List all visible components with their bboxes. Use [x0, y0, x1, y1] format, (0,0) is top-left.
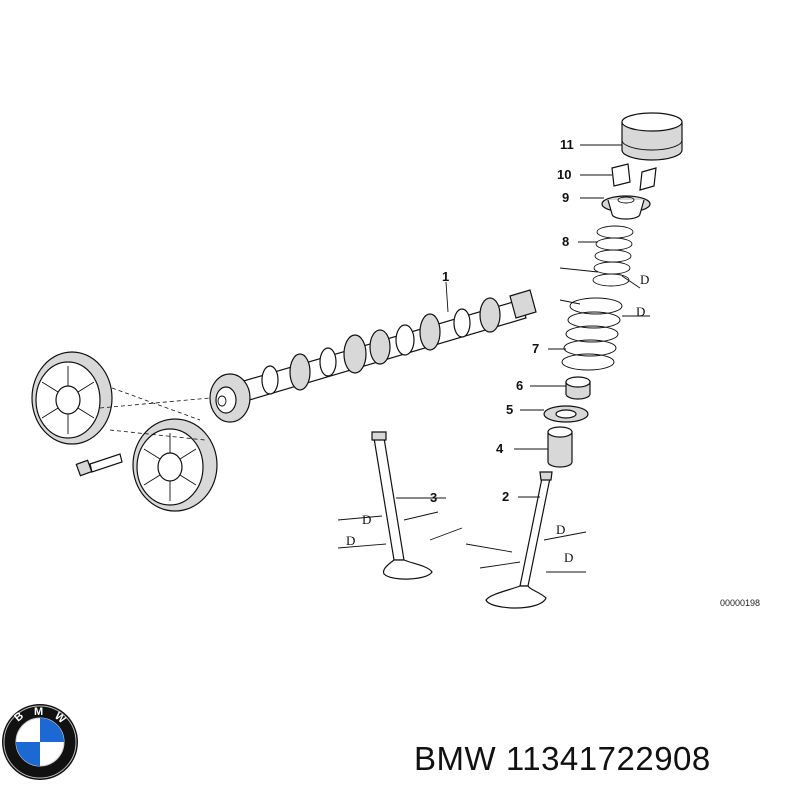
- sprocket-bolt: [75, 453, 123, 477]
- callout-5: 5: [506, 402, 513, 417]
- exhaust-valve: [485, 471, 553, 609]
- callout-3: 3: [430, 490, 437, 505]
- valve-keepers: [611, 163, 657, 191]
- d-label: D: [640, 272, 649, 287]
- valve-stem-seal: [565, 376, 591, 400]
- bmw-logo: B M W: [2, 704, 78, 780]
- callout-6: 6: [516, 378, 523, 393]
- d-label: D: [556, 522, 565, 537]
- sprocket-rear: [31, 351, 113, 445]
- inner-valve-spring: [592, 225, 634, 287]
- valve-guide: [547, 426, 573, 468]
- spring-seat-washer: [543, 405, 589, 423]
- d-label: D: [362, 512, 371, 527]
- bucket-tappet: [621, 112, 683, 161]
- diagram-reference-code: 00000198: [720, 598, 760, 608]
- callout-2: 2: [502, 489, 509, 504]
- intake-valve: [371, 431, 433, 580]
- leader-lines: [337, 144, 650, 573]
- sprocket-front: [132, 418, 218, 512]
- callout-4: 4: [496, 441, 504, 456]
- outer-valve-spring: [561, 297, 623, 371]
- callout-9: 9: [562, 190, 569, 205]
- d-label: D: [636, 304, 645, 319]
- d-label: D: [346, 533, 355, 548]
- spring-retainer: [601, 195, 651, 220]
- camshaft: [209, 289, 537, 423]
- callout-8: 8: [562, 234, 569, 249]
- alignment-line: [99, 387, 211, 441]
- part-number-caption: BMW 11341722908: [414, 740, 711, 777]
- callout-11: 11: [560, 137, 574, 152]
- callout-10: 10: [557, 167, 571, 182]
- d-label: D: [564, 550, 573, 565]
- logo-letter-m: M: [34, 706, 43, 718]
- callout-7: 7: [532, 341, 539, 356]
- callout-1: 1: [442, 269, 449, 284]
